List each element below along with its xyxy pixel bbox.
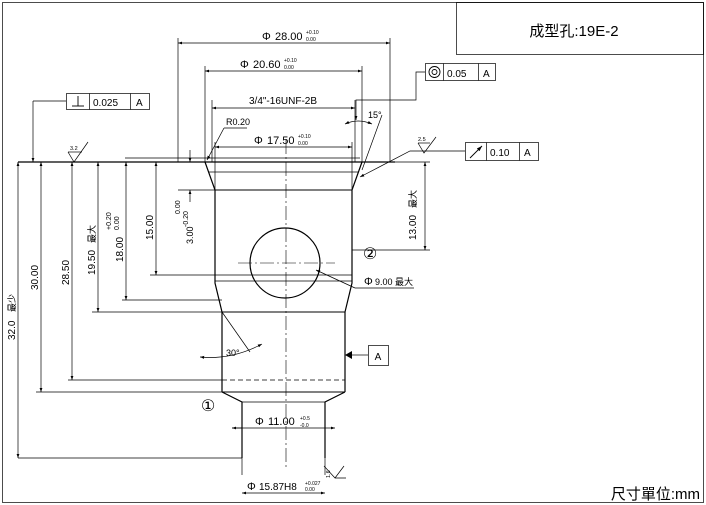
svg-text:0.00: 0.00 [306, 37, 316, 43]
svg-text:+0.20: +0.20 [106, 212, 113, 230]
svg-text:18.00: 18.00 [115, 237, 126, 262]
part-outline [18, 140, 395, 470]
svg-text:20.60: 20.60 [253, 59, 281, 71]
svg-text:A: A [136, 98, 143, 109]
right-wall [344, 161, 363, 313]
svg-text:9.00: 9.00 [375, 277, 393, 287]
gdt-perpendicularity: 0.025 A [31, 93, 150, 162]
dim-d17: Φ 17.50 +0.10 0.00 [215, 134, 352, 149]
svg-text:17.50: 17.50 [267, 135, 295, 147]
svg-text:3.00: 3.00 [185, 226, 195, 244]
svg-text:1.6: 1.6 [326, 470, 332, 478]
svg-text:0.00: 0.00 [284, 65, 294, 71]
svg-text:0.00: 0.00 [114, 216, 121, 230]
cone-right [324, 391, 346, 458]
svg-text:0.05: 0.05 [447, 69, 467, 80]
dim-v-total: 32.0 最少 [7, 162, 20, 458]
svg-text:Φ: Φ [247, 481, 256, 493]
units-note: 尺寸單位:mm [611, 486, 700, 503]
svg-text:11.00: 11.00 [268, 416, 295, 428]
roughness-bottom: 1.6 [323, 465, 346, 479]
svg-text:+0.027: +0.027 [305, 481, 321, 487]
svg-text:0.00: 0.00 [298, 141, 308, 147]
dim-v30: 30.00 [30, 162, 43, 392]
svg-text:最大: 最大 [407, 190, 418, 208]
svg-text:13.00: 13.00 [408, 215, 419, 240]
dim-v13: 13.00 最大 [407, 162, 427, 250]
svg-text:①: ① [201, 398, 215, 415]
svg-text:0.00: 0.00 [305, 487, 315, 493]
dim-d9: Φ 9.00 最大 [315, 269, 414, 289]
svg-text:19.50: 19.50 [87, 250, 98, 275]
svg-text:Φ: Φ [240, 59, 249, 71]
svg-text:3.2: 3.2 [70, 146, 78, 152]
svg-text:28.50: 28.50 [61, 260, 72, 285]
dim-d20: Φ 20.60 +0.10 0.00 [205, 58, 362, 73]
dim-angle30: 30° [199, 311, 263, 359]
svg-text:+0.10: +0.10 [306, 30, 319, 36]
svg-text:最大: 最大 [86, 225, 97, 243]
svg-text:15°: 15° [368, 110, 382, 120]
dim-v15: 15.00 [145, 162, 158, 275]
svg-text:28.00: 28.00 [275, 31, 303, 43]
drawing-title: 成型孔:19E-2 [529, 23, 618, 40]
dim-thread: 3/4"-16UNF-2B [212, 96, 355, 110]
svg-text:A: A [483, 69, 490, 80]
dim-angle15: 15° [344, 110, 383, 171]
gdt-concentricity: 0.05 A [354, 63, 496, 120]
svg-text:+0.10: +0.10 [284, 58, 297, 64]
runout-arrow-icon [469, 145, 483, 159]
svg-text:+0.10: +0.10 [298, 134, 311, 140]
cone-left [221, 391, 243, 458]
svg-text:15.87H8: 15.87H8 [259, 482, 297, 493]
svg-text:0.00: 0.00 [175, 200, 182, 214]
svg-text:Φ: Φ [262, 31, 271, 43]
svg-text:Φ: Φ [254, 135, 263, 147]
roughness-top-left: 3.2 [67, 141, 89, 163]
svg-text:-0.0: -0.0 [300, 423, 309, 429]
dim-d11: Φ 11.00 +0.5 -0.0 [232, 416, 335, 430]
svg-text:+0.5: +0.5 [300, 416, 310, 422]
svg-text:0.10: 0.10 [490, 148, 510, 159]
roughness-top-right: 2.5 [417, 136, 437, 154]
svg-text:最大: 最大 [395, 276, 413, 287]
svg-text:30°: 30° [226, 348, 240, 358]
title-block [456, 2, 704, 55]
svg-text:-0.20: -0.20 [183, 211, 190, 227]
svg-text:Φ: Φ [255, 416, 264, 428]
datum-a-marker: A [345, 345, 389, 366]
svg-text:0.025: 0.025 [93, 98, 118, 109]
svg-text:32.0: 32.0 [7, 320, 18, 340]
svg-text:30.00: 30.00 [30, 265, 41, 290]
dim-radius: R0.20 [206, 117, 250, 161]
svg-text:最少: 最少 [7, 294, 17, 312]
left-wall [204, 161, 223, 313]
svg-text:Φ: Φ [364, 276, 373, 288]
callout-2: ② [363, 246, 377, 263]
concentricity-icon [428, 66, 441, 78]
dim-d15: Φ 15.87H8 +0.027 0.00 [242, 481, 325, 495]
svg-text:15.00: 15.00 [145, 215, 156, 240]
dim-d28: Φ 28.00 +0.10 0.00 [178, 30, 390, 45]
svg-text:R0.20: R0.20 [226, 117, 250, 127]
svg-text:②: ② [363, 246, 377, 263]
dim-v28: 28.50 [61, 162, 74, 380]
gdt-runout: 0.10 A [359, 142, 539, 178]
svg-text:3/4"-16UNF-2B: 3/4"-16UNF-2B [249, 96, 317, 107]
dim-v18: 18.00 +0.20 0.00 [106, 162, 128, 300]
svg-text:2.5: 2.5 [418, 137, 426, 143]
svg-text:A: A [375, 352, 382, 363]
dim-v3: 3.00 0.00 -0.20 [175, 150, 195, 244]
dim-v19: 19.50 最大 [86, 162, 100, 312]
svg-text:A: A [524, 148, 531, 159]
callout-1: ① [201, 398, 215, 415]
